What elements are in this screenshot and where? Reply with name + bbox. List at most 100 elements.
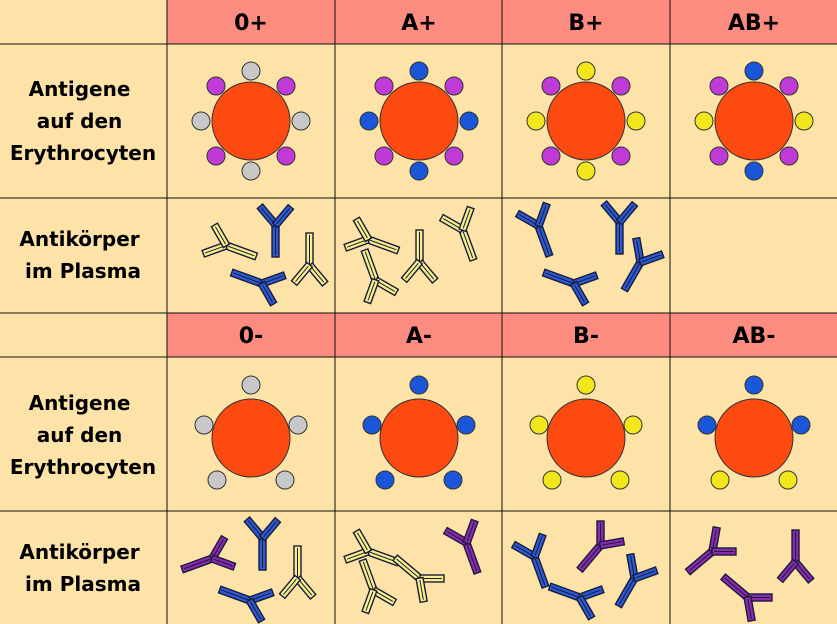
antigen-magenta (779, 146, 799, 166)
antigen-gray (191, 111, 211, 131)
antigen-blue (359, 111, 379, 131)
antibody-yellow (438, 205, 478, 262)
antigen-magenta (541, 76, 561, 96)
antigen-yellow (794, 111, 814, 131)
antibody-divider (462, 209, 471, 229)
antibody-divider (534, 536, 543, 556)
antibody-divider (367, 281, 376, 301)
antibody-blue (547, 582, 605, 621)
antigen-blue (791, 415, 811, 435)
antigen-yellow (694, 111, 714, 131)
antibody-divider (420, 263, 435, 280)
antibody-divider (446, 531, 465, 542)
antibody-divider (375, 591, 394, 602)
erythrocyte-cell (359, 61, 479, 181)
antigen-yellow (623, 415, 643, 435)
antibody-divider (635, 570, 656, 579)
antibody-divider (298, 579, 313, 596)
antigen-yellow (542, 470, 562, 490)
antibody-purple (180, 534, 237, 574)
antibody-divider (796, 563, 811, 580)
antigen-yellow (778, 470, 798, 490)
antigen-magenta (444, 146, 464, 166)
antigen-yellow (626, 111, 646, 131)
antigen-magenta (541, 146, 561, 166)
antibody-blue (256, 203, 295, 258)
antigen-yellow (710, 470, 730, 490)
label-line: Erythrocyten (10, 455, 156, 479)
antibody-divider (781, 562, 795, 579)
label-line: Antigene (29, 391, 131, 415)
antibody-divider (204, 245, 225, 254)
erythrocyte-cell (697, 375, 811, 490)
antigen-gray (241, 61, 261, 81)
antibody-divider (581, 589, 602, 598)
antigen-gray (241, 161, 261, 181)
antibody-divider (310, 266, 325, 283)
antibody-divider (276, 208, 290, 225)
antibody-divider (604, 204, 619, 221)
antigen-blue (459, 111, 479, 131)
antibody-purple (776, 529, 815, 584)
antibody-divider (247, 520, 262, 537)
label-line: im Plasma (25, 572, 141, 596)
antigen-yellow (610, 470, 630, 490)
antibody-divider (262, 284, 273, 303)
antibody-divider (233, 272, 262, 284)
antibody-divider (377, 281, 396, 292)
antibody-divider (580, 598, 591, 617)
antibody-divider (619, 578, 635, 605)
antibody-purple (576, 520, 626, 574)
row-label-antibodies-pos: Antikörper im Plasma (19, 227, 146, 283)
erythrocyte (379, 81, 459, 161)
antibody-divider (250, 601, 261, 620)
antibody-divider (514, 545, 533, 556)
antibody-divider (263, 521, 277, 538)
row-label-antibodies-neg: Antikörper im Plasma (19, 540, 146, 596)
antibody-divider (641, 254, 662, 263)
antibody-yellow (400, 229, 439, 284)
antigen-magenta (276, 76, 296, 96)
antibody-divider (346, 551, 367, 560)
group-header-ab-pos: AB+ (728, 11, 780, 36)
antibody-yellow (358, 558, 398, 615)
erythrocyte-cell (191, 61, 311, 181)
group-header-a-pos: A+ (401, 11, 436, 36)
antibody-divider (215, 226, 226, 245)
antibody-divider (368, 551, 397, 563)
antigen-magenta (276, 146, 296, 166)
antibody-divider (747, 598, 752, 619)
antigen-blue (744, 161, 764, 181)
antigen-magenta (611, 76, 631, 96)
antibody-divider (213, 538, 224, 557)
antibody-divider (405, 262, 419, 279)
antibody-divider (620, 205, 634, 222)
antigen-gray (207, 470, 227, 490)
antibody-divider (396, 558, 420, 579)
antibody-blue (510, 532, 550, 589)
antibody-divider (630, 556, 635, 577)
antigen-magenta (709, 76, 729, 96)
erythrocyte-cell (694, 61, 814, 181)
antibody-divider (575, 275, 596, 284)
antigen-magenta (374, 76, 394, 96)
antigen-blue (409, 161, 429, 181)
erythrocyte-cell (529, 375, 643, 490)
antigen-yellow (526, 111, 546, 131)
antibody-divider (466, 542, 478, 572)
group-header-b-neg: B- (573, 324, 599, 349)
antibody-divider (601, 541, 622, 546)
antibody-divider (545, 272, 574, 284)
antigen-yellow (576, 161, 596, 181)
antigen-magenta (374, 146, 394, 166)
antibody-blue (514, 201, 554, 258)
antibody-divider (689, 551, 713, 572)
antibody-blue (614, 552, 659, 609)
antigen-magenta (709, 146, 729, 166)
antibody-divider (636, 240, 641, 261)
erythrocyte (546, 81, 626, 161)
label-line: Erythrocyten (10, 141, 156, 165)
antibody-divider (346, 239, 367, 248)
erythrocyte (714, 398, 794, 478)
